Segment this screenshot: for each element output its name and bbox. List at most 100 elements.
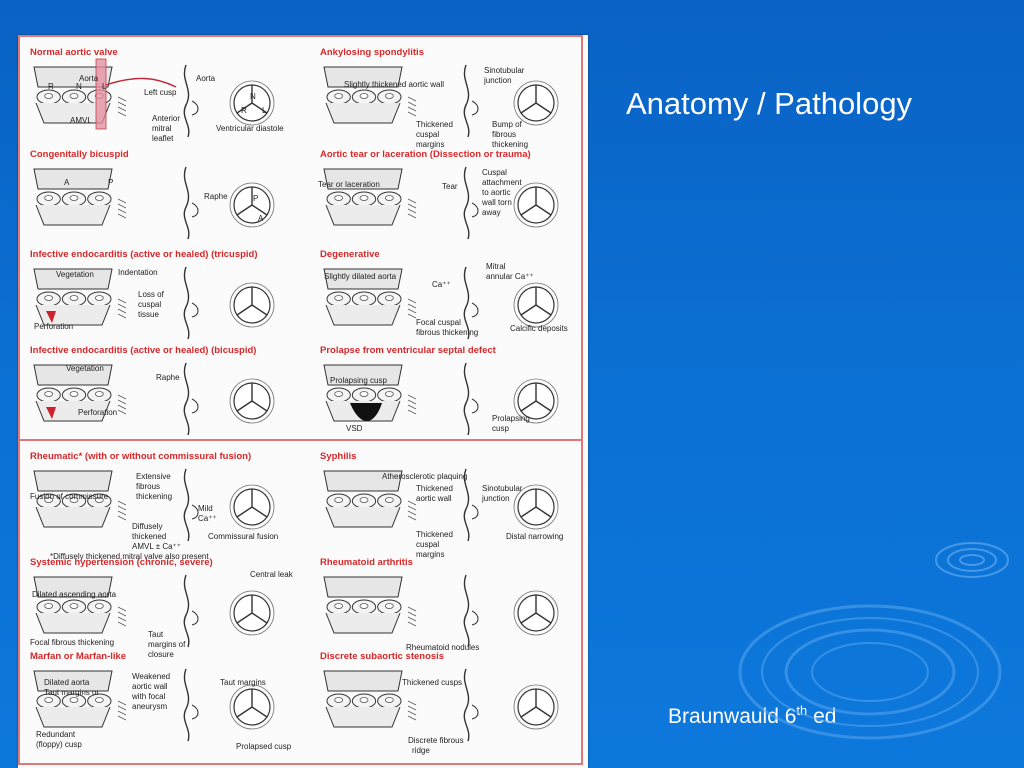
- hatch-mark: [407, 616, 417, 622]
- cusp-ostium: [44, 697, 54, 703]
- panel-label: cuspal: [416, 540, 439, 549]
- cusp-ostium: [69, 603, 79, 609]
- ventricular-septum: [325, 304, 401, 326]
- aortic-root-wall: [323, 364, 403, 386]
- panel-label: fibrous: [492, 130, 516, 139]
- cusp-profile-line: [463, 668, 470, 742]
- panel-label: Vegetation: [56, 270, 94, 279]
- hatch-mark: [407, 213, 417, 219]
- ventricular-septum: [35, 304, 111, 326]
- commissure-lines: [236, 595, 268, 624]
- panel-label: (floppy) cusp: [36, 740, 82, 749]
- aortic-root-wall: [33, 268, 113, 290]
- panel-label: Mild: [198, 504, 213, 513]
- hatch-mark: [407, 621, 417, 627]
- cusp-profile-line: [463, 266, 470, 340]
- cusp-ostium: [384, 93, 394, 99]
- panel-label: margins of: [148, 640, 186, 649]
- cusp-ostium: [69, 697, 79, 703]
- hatch-mark: [117, 308, 127, 314]
- panel-label: Weakened: [132, 672, 170, 681]
- hatch-mark: [407, 510, 417, 516]
- panel-heading: Rheumatoid arthritis: [320, 557, 413, 568]
- hatch-mark: [407, 700, 417, 706]
- hatch-mark: [407, 505, 417, 511]
- cusp-ostium: [384, 195, 394, 201]
- panel-label: Distal narrowing: [506, 532, 563, 541]
- panel-label: A: [258, 214, 264, 223]
- panel-label: Taut margins: [220, 678, 266, 687]
- panel-heading: Syphilis: [320, 451, 356, 462]
- panel-label: N: [76, 82, 82, 91]
- annulus-ring: [229, 282, 275, 328]
- annulus-ring: [229, 684, 275, 730]
- panel-prolapse: Prolapse from ventricular septal defectP…: [320, 345, 559, 436]
- panel-label: Raphe: [156, 373, 180, 382]
- panel-label: aortic wall: [416, 494, 452, 503]
- annulus-ring: [513, 282, 559, 328]
- hatch-mark: [117, 399, 127, 405]
- annulus-ring: [229, 378, 275, 424]
- cusp-profile-hinge: [191, 610, 199, 626]
- aortic-root-wall: [33, 576, 113, 598]
- annulus-ring: [513, 182, 559, 228]
- cusp-ostium: [44, 295, 54, 301]
- cusp-ostium: [384, 497, 394, 503]
- hatch-mark: [407, 303, 417, 309]
- hatch-mark: [407, 203, 417, 209]
- commissure-lines: [520, 287, 552, 316]
- panel-label: Taut: [148, 630, 164, 639]
- hatch-mark: [117, 616, 127, 622]
- credit-superscript: th: [796, 703, 808, 718]
- hatch-mark: [117, 303, 127, 309]
- annulus-ring: [513, 378, 559, 424]
- panel-label: Perforation: [78, 408, 117, 417]
- panel-label: Sinotubular: [482, 484, 523, 493]
- panel-label: Dilated ascending aorta: [32, 590, 117, 599]
- panel-label: Focal fibrous thickening: [30, 638, 114, 647]
- panel-label: Mitral: [486, 262, 506, 271]
- commissure-lines: [520, 383, 552, 412]
- panel-label: Focal cuspal: [416, 318, 461, 327]
- aortic-root-wall: [33, 670, 113, 692]
- cusp-ostium: [359, 603, 369, 609]
- panel-label: Vegetation: [66, 364, 104, 373]
- panel-rheumatic: Rheumatic* (with or without commissural …: [30, 451, 278, 561]
- hatch-mark: [117, 208, 127, 214]
- ventricular-septum: [35, 706, 111, 728]
- hatch-mark: [117, 715, 127, 721]
- panel-label: closure: [148, 650, 174, 659]
- panel-label: L: [102, 82, 107, 91]
- hatch-mark: [117, 96, 127, 102]
- panel-label: fibrous thickening: [416, 328, 478, 337]
- hatch-mark: [117, 515, 127, 521]
- credit-main: Braunwauld 6: [668, 705, 797, 728]
- panel-label: AMVL ± Ca⁺⁺: [132, 542, 181, 551]
- panel-heading: Infective endocarditis (active or healed…: [30, 249, 258, 260]
- cusp-profile-hinge: [191, 202, 199, 218]
- cusp-profile-hinge: [471, 202, 479, 218]
- cusp-profile-line: [183, 574, 190, 648]
- panel-label: leaflet: [152, 134, 174, 143]
- perforation-marker: [46, 311, 56, 323]
- cusp-profile-hinge: [191, 100, 199, 116]
- hatch-mark: [407, 101, 417, 107]
- cusp-profile-hinge: [191, 398, 199, 414]
- cusp-profile-hinge: [471, 504, 479, 520]
- cusp-profile-line: [183, 266, 190, 340]
- cusp-profile-line: [183, 468, 190, 542]
- cusp-ostium: [44, 391, 54, 397]
- panel-heading: Marfan or Marfan-like: [30, 651, 126, 662]
- aortic-root-wall: [33, 66, 113, 88]
- cusp-ostium: [69, 93, 79, 99]
- panel-label: P: [108, 178, 113, 187]
- panel-label: thickened: [132, 532, 166, 541]
- aortic-root-wall: [33, 168, 113, 190]
- cusp-ostium: [384, 295, 394, 301]
- panel-label: wall torn: [481, 198, 512, 207]
- panel-heading: Congenitally bicuspid: [30, 149, 129, 160]
- hatch-mark: [407, 394, 417, 400]
- annulus-ring: [229, 80, 275, 126]
- cusp-ostium: [359, 391, 369, 397]
